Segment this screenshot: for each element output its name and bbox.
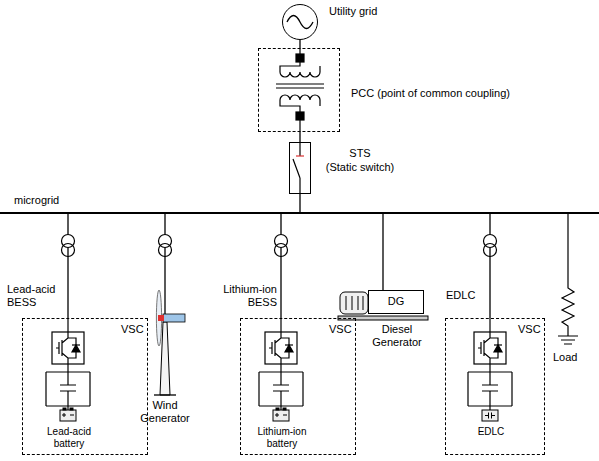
battery-icon xyxy=(273,408,289,421)
winding xyxy=(280,95,320,100)
transformers xyxy=(62,235,497,257)
node-label: microgrid xyxy=(14,194,59,207)
node-label: EDLC xyxy=(461,426,521,438)
transformer-coil xyxy=(159,244,172,257)
battery: Lithium-ion battery xyxy=(252,426,312,452)
breaker xyxy=(296,112,304,120)
wire xyxy=(280,48,320,72)
static-switch: STS(Static switch) xyxy=(289,142,311,194)
edlc-box: EDLCVSCEDLC xyxy=(445,318,545,455)
node-label: VSC xyxy=(121,323,144,336)
power-line xyxy=(280,214,281,318)
power-line xyxy=(299,194,300,212)
node-label: Diesel Generator xyxy=(362,323,432,349)
node-label: DG xyxy=(369,291,423,313)
ground xyxy=(558,336,578,344)
power-line xyxy=(299,40,300,48)
switch-contact xyxy=(296,155,304,156)
bess-box: Lithium-ion BESSVSCLithium-ion battery xyxy=(240,318,356,455)
sine-wave xyxy=(287,16,313,29)
node-label: Lead-acid BESS xyxy=(7,283,65,309)
battery-icon xyxy=(60,408,76,421)
power-line xyxy=(489,214,490,318)
node-label: VSC xyxy=(518,323,541,336)
hub xyxy=(158,315,164,321)
base xyxy=(154,394,176,395)
engine-fins xyxy=(346,296,363,310)
node-label: Lithium-ion battery xyxy=(252,426,312,450)
node-label: Lead-acid battery xyxy=(39,426,99,450)
part-label: Wind Generator xyxy=(135,399,195,425)
part-label: Load xyxy=(553,351,577,364)
node-label: (Static switch) xyxy=(318,161,402,174)
vsc-symbol xyxy=(46,318,90,410)
pcc-transformer xyxy=(276,48,324,132)
load-symbol xyxy=(558,214,578,344)
power-line xyxy=(382,214,383,290)
microgrid-bus: microgrid xyxy=(0,212,599,214)
edlc-icon xyxy=(482,410,498,421)
edlc-storage: EDLC xyxy=(461,426,521,452)
switch-blade xyxy=(293,142,300,194)
breaker xyxy=(296,54,304,62)
node-label: STS xyxy=(318,147,402,160)
node-label: Lithium-ion BESS xyxy=(217,283,277,309)
power-line xyxy=(299,132,300,142)
resistor xyxy=(562,214,574,336)
wire xyxy=(280,100,320,132)
transformer-coil xyxy=(62,244,75,257)
diesel-generator-box: DGDiesel Generator xyxy=(368,290,424,314)
wind-turbine xyxy=(154,214,185,395)
winding xyxy=(280,72,320,77)
engine xyxy=(340,292,368,314)
vsc-symbol xyxy=(468,318,512,410)
bess-box: Lead-acid BESSVSCLead-acid battery xyxy=(22,318,148,455)
vsc-symbol xyxy=(259,318,303,410)
grid-sine xyxy=(287,16,313,29)
node-label: EDLC xyxy=(446,289,475,302)
transformer-coil xyxy=(484,244,497,257)
grid-source: Utility grid xyxy=(282,4,318,40)
node-label: PCC (point of common coupling) xyxy=(351,87,510,100)
pcc-box: PCC (point of common coupling) xyxy=(258,48,340,132)
node-label: VSC xyxy=(329,323,352,336)
static-switch-symbol xyxy=(293,142,304,194)
battery: Lead-acid battery xyxy=(39,426,99,452)
nacelle xyxy=(163,314,185,322)
node-label: Utility grid xyxy=(329,5,377,18)
edlc-case xyxy=(482,410,498,421)
power-line xyxy=(67,214,68,318)
core xyxy=(276,84,324,88)
capacitor-sign xyxy=(485,413,495,419)
transformer-coil xyxy=(275,244,288,257)
wire xyxy=(164,214,165,314)
